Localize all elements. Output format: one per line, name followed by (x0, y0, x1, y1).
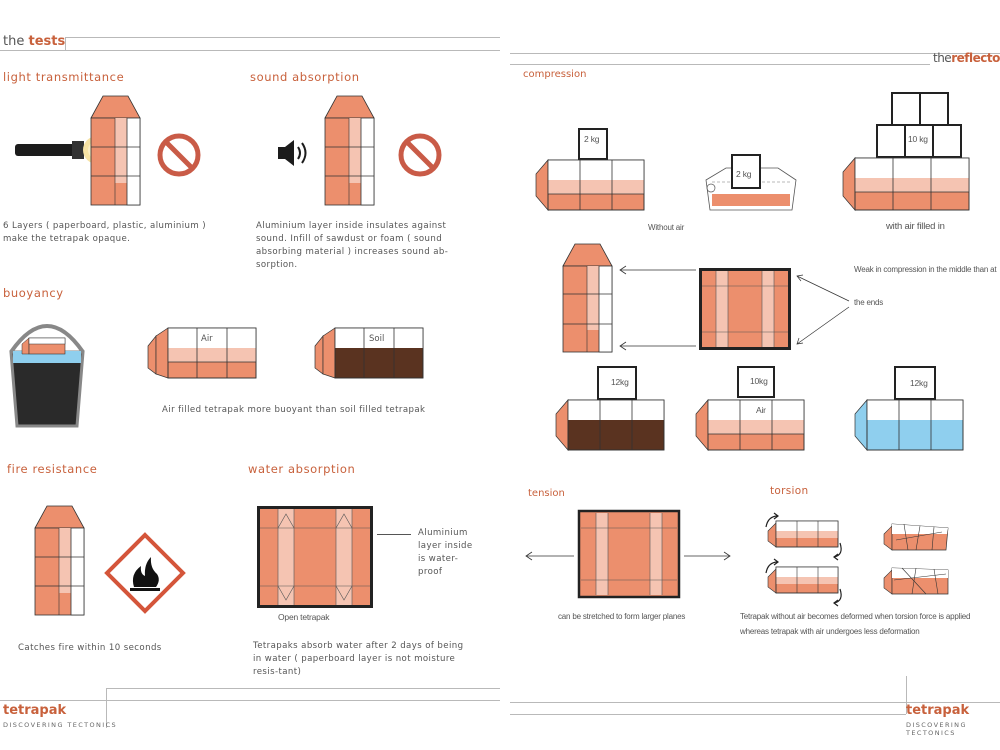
open-carton-diagram (699, 268, 791, 350)
prohibited-icon (398, 133, 442, 177)
header-rule (0, 50, 500, 51)
bucket-icon (9, 324, 85, 428)
torsion-caption-1: Tetrapak without air becomes deformed wh… (740, 612, 971, 621)
weight-12kg: 12kg (910, 378, 928, 388)
soil-label: Soil (369, 334, 385, 344)
weight-2kg: 2 kg (736, 169, 752, 179)
compression-air (695, 366, 805, 451)
buoyancy-title: buoyancy (3, 286, 64, 300)
weight-10kg: 10kg (750, 376, 768, 386)
pointer-lines (796, 274, 850, 345)
arrows-left (619, 265, 696, 351)
weight-10kg: 10 kg (908, 134, 928, 144)
note-without-air: Without air (648, 223, 685, 232)
weight-12kg: 12kg (611, 377, 629, 387)
footer-brand: tetrapak (906, 703, 970, 718)
weight-2kg: 2 kg (584, 134, 600, 144)
carton-soil-icon (314, 327, 424, 379)
annotation-line (377, 534, 411, 535)
flammable-hazard-icon (104, 532, 186, 614)
right-header: thereflector (933, 51, 1000, 65)
torsion-caption-2: whereas tetrapak with air undergoes less… (740, 627, 920, 636)
tension-caption: can be stretched to form larger planes (558, 612, 686, 621)
carton-icon (324, 95, 375, 206)
left-page: the tests light transmittance 6 Layers (… (0, 34, 500, 729)
light-title: light transmittance (3, 70, 125, 84)
buoyancy-text: Air filled tetrapak more buoyant than so… (162, 405, 426, 415)
carton-icon (34, 505, 85, 616)
torsion-title: torsion (770, 485, 809, 497)
compression-with-air (842, 92, 970, 211)
tension-title: tension (528, 488, 565, 499)
open-tetrapak-diagram (257, 506, 373, 608)
speaker-icon (278, 140, 307, 166)
note-weak: Weak in compression in the middle than a… (854, 265, 997, 274)
compression-water (854, 366, 964, 451)
left-header: the tests (3, 34, 65, 49)
water-text: Tetrapaks absorb water after 2 days of b… (253, 641, 464, 677)
note-with-air: with air filled in (886, 221, 945, 232)
carton-air-icon (147, 327, 257, 379)
torsion-deformed (883, 523, 949, 595)
header-prefix: the (933, 51, 952, 65)
fire-title: fire resistance (7, 462, 98, 476)
prohibited-icon (157, 133, 201, 177)
header-accent: reflector (951, 51, 1000, 65)
sound-text: Aluminium layer inside insulates against… (256, 221, 449, 270)
torsion-without-air (765, 512, 842, 607)
tension-diagram (525, 509, 731, 599)
water-title: water absorption (248, 462, 356, 476)
water-annotation: Aluminium layer inside is water-proof (418, 528, 473, 577)
open-tetrapak-caption: Open tetrapak (278, 612, 330, 622)
fire-text: Catches fire within 10 seconds (18, 643, 162, 653)
header-accent: tests (28, 34, 66, 49)
note-ends: the ends (854, 298, 884, 307)
compression-without-air-1 (535, 128, 645, 211)
compression-without-air-2 (705, 154, 797, 211)
footer-sub: DISCOVERING TECTONICS (3, 721, 118, 729)
footer-brand: tetrapak (3, 703, 67, 718)
carton-upright (562, 243, 613, 353)
air-label: Air (756, 405, 766, 415)
air-label: Air (201, 334, 213, 344)
footer-sub: DISCOVERING TECTONICS (906, 721, 967, 737)
sound-title: sound absorption (250, 70, 360, 84)
right-page: thereflector compression 2 kg 2 kg (508, 0, 1000, 750)
header-prefix: the (3, 34, 25, 49)
compression-soil (555, 366, 665, 451)
compression-title: compression (523, 69, 587, 80)
carton-icon (90, 95, 141, 206)
light-text: 6 Layers ( paperboard, plastic, aluminiu… (3, 221, 207, 244)
